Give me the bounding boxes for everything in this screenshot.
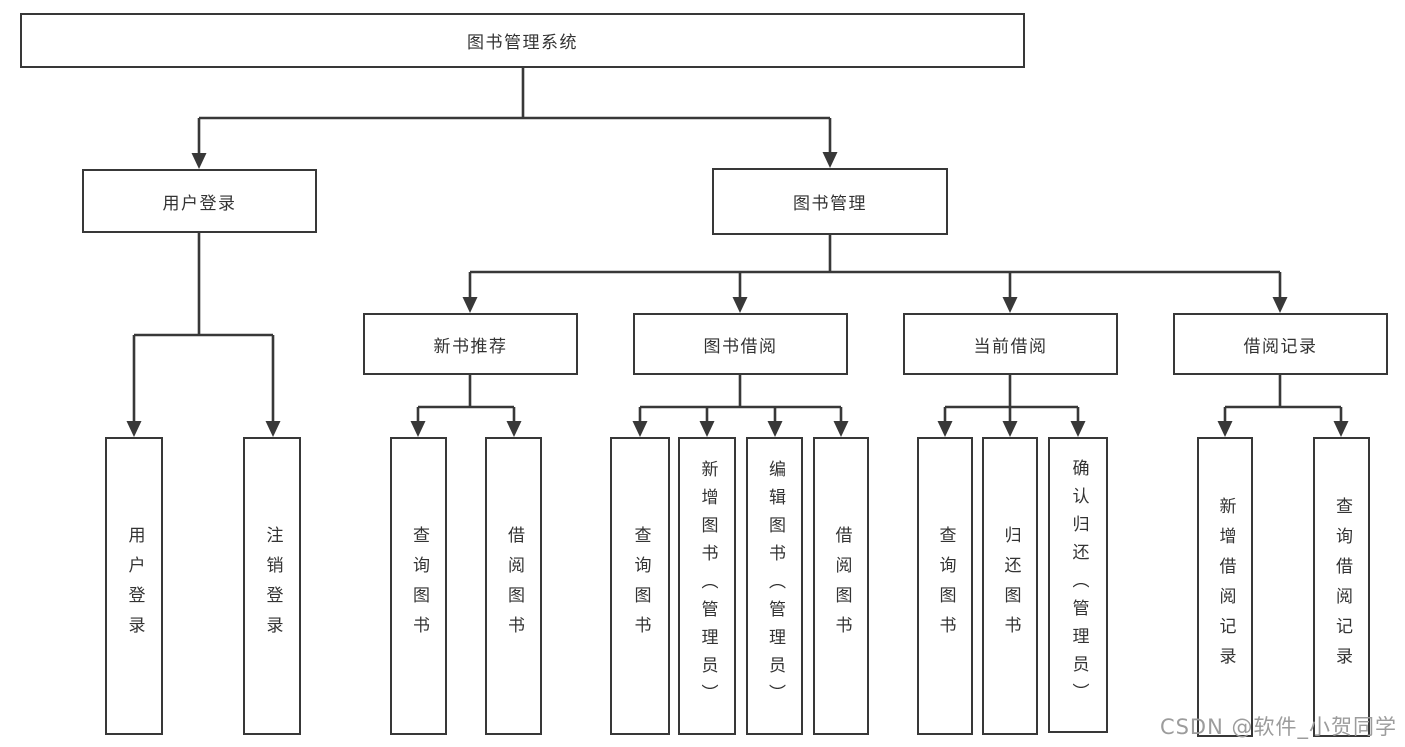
node-label: 新增借阅记录 — [1215, 497, 1236, 677]
node-label: 确认归还（管理员） — [1068, 459, 1089, 711]
node-book-borrowing: 图书借阅 — [633, 313, 848, 375]
node-label: 图书管理系统 — [467, 33, 578, 53]
node-label: 新书推荐 — [433, 336, 508, 357]
node-new-book-recommend: 新书推荐 — [363, 313, 578, 375]
node-label: 查询图书 — [630, 526, 651, 646]
node-label: 借阅图书 — [831, 526, 852, 646]
arrow-down-icon — [1333, 421, 1349, 437]
node-label: 图书管理 — [793, 194, 867, 214]
leaf-box-user-login: 用户登录 — [105, 437, 163, 735]
node-label: 用户登录 — [162, 193, 237, 214]
node-label: 新增图书（管理员） — [697, 460, 718, 712]
node-label: 查询借阅记录 — [1332, 497, 1352, 677]
arrow-down-icon — [732, 297, 748, 313]
arrow-down-icon — [1002, 421, 1018, 437]
arrow-down-icon — [1272, 297, 1288, 313]
leaf-box-add-books-admin: 新增图书（管理员） — [678, 437, 736, 735]
arrow-down-icon — [1002, 297, 1018, 313]
arrow-down-icon — [410, 421, 426, 437]
node-label: 借阅图书 — [504, 526, 524, 646]
arrow-down-icon — [506, 421, 522, 437]
csdn-watermark: CSDN @软件_小贺同学 — [1159, 715, 1397, 739]
node-book-management: 图书管理 — [712, 168, 948, 235]
leaf-box-borrow-books-recommend: 借阅图书 — [485, 437, 542, 735]
node-label: 借阅记录 — [1243, 336, 1318, 357]
leaf-box-add-borrow-record: 新增借阅记录 — [1197, 437, 1253, 737]
arrow-down-icon — [632, 421, 648, 437]
arrow-down-icon — [1070, 421, 1086, 437]
arrow-down-icon — [699, 421, 715, 437]
node-label: 注销登录 — [262, 526, 283, 646]
node-current-borrowing: 当前借阅 — [903, 313, 1118, 375]
node-label: 图书借阅 — [703, 336, 778, 357]
leaf-box-edit-books-admin: 编辑图书（管理员） — [746, 437, 803, 735]
leaf-box-query-borrow-record: 查询借阅记录 — [1313, 437, 1370, 737]
arrow-down-icon — [191, 153, 207, 169]
node-borrowing-records: 借阅记录 — [1173, 313, 1388, 375]
node-label: 用户登录 — [124, 526, 145, 646]
leaf-box-query-books-borrowing: 查询图书 — [610, 437, 670, 735]
arrow-down-icon — [822, 152, 838, 168]
node-label: 当前借阅 — [973, 336, 1048, 357]
node-label: 归还图书 — [1000, 526, 1021, 646]
node-label: 查询图书 — [935, 526, 956, 646]
arrow-down-icon — [937, 421, 953, 437]
leaf-box-return-books: 归还图书 — [982, 437, 1038, 735]
node-label: 编辑图书（管理员） — [765, 460, 785, 712]
arrow-down-icon — [833, 421, 849, 437]
arrow-down-icon — [126, 421, 142, 437]
connector-path — [132, 68, 1343, 424]
arrow-down-icon — [767, 421, 783, 437]
leaf-box-logout: 注销登录 — [243, 437, 301, 735]
arrow-down-icon — [462, 297, 478, 313]
leaf-box-confirm-return-admin: 确认归还（管理员） — [1048, 437, 1108, 733]
leaf-box-query-books-current: 查询图书 — [917, 437, 973, 735]
node-user-login: 用户登录 — [82, 169, 317, 233]
arrow-down-icon — [265, 421, 281, 437]
arrow-down-icon — [1217, 421, 1233, 437]
node-label: 查询图书 — [409, 526, 429, 646]
node-root-system: 图书管理系统 — [20, 13, 1025, 68]
leaf-box-borrow-books-borrowing: 借阅图书 — [813, 437, 869, 735]
leaf-box-query-books-recommend: 查询图书 — [390, 437, 447, 735]
